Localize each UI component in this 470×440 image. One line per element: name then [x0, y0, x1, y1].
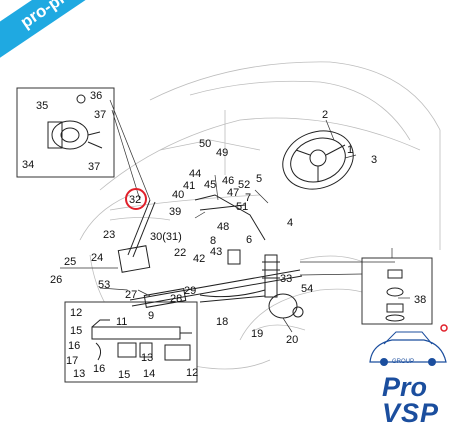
steering-wheel-drawing — [282, 130, 354, 190]
callout-46: 46 — [222, 175, 234, 187]
callout-37-top: 37 — [94, 109, 106, 121]
callout-26: 26 — [50, 274, 62, 286]
callout-11: 11 — [116, 316, 127, 328]
callout-15-bottom: 15 — [118, 369, 130, 381]
callout-50: 50 — [199, 138, 211, 150]
callout-42: 42 — [193, 253, 205, 265]
callout-2: 2 — [322, 109, 328, 121]
callout-30-31: 30(31) — [150, 231, 182, 243]
callout-29: 29 — [184, 285, 196, 297]
callout-32: 32 — [129, 194, 141, 206]
steering-column-drawing — [117, 194, 266, 273]
callout-7: 7 — [245, 192, 251, 204]
callout-45: 45 — [204, 179, 216, 191]
callout-37-bottom: 37 — [88, 161, 100, 173]
callout-28: 28 — [170, 293, 182, 305]
callout-53: 53 — [98, 279, 110, 291]
callout-54: 54 — [301, 283, 313, 295]
callout-49: 49 — [216, 147, 228, 159]
logo-vsp-text: VSP — [382, 398, 440, 428]
callout-19: 19 — [251, 328, 263, 340]
callout-52: 52 — [238, 179, 250, 191]
callout-17: 17 — [66, 355, 78, 367]
rack-drawing — [91, 319, 192, 361]
callout-20: 20 — [286, 334, 298, 346]
callout-47: 47 — [227, 187, 239, 199]
callout-13-left: 13 — [73, 368, 85, 380]
brand-logo: GROUP Pro VSP — [362, 322, 454, 430]
callout-1: 1 — [347, 144, 353, 156]
logo-pro-text: Pro — [382, 372, 428, 402]
mounts-drawing — [385, 269, 405, 322]
callout-4: 4 — [287, 217, 293, 229]
callout-12-bottom: 12 — [186, 367, 198, 379]
callout-12-top: 12 — [70, 307, 82, 319]
callout-41: 41 — [183, 180, 195, 192]
callout-22: 22 — [174, 247, 186, 259]
logo-group-text: GROUP — [392, 359, 415, 365]
callout-16-left: 16 — [68, 340, 80, 352]
callout-6: 6 — [246, 234, 252, 246]
callout-39: 39 — [169, 206, 181, 218]
pump-drawing — [47, 94, 103, 150]
callout-35: 35 — [36, 100, 48, 112]
inset-box-mounts — [361, 257, 433, 325]
callout-16-bottom: 16 — [93, 363, 105, 375]
callout-24: 24 — [91, 252, 103, 264]
callout-44: 44 — [189, 168, 201, 180]
callout-40: 40 — [172, 189, 184, 201]
leader-lines — [60, 99, 410, 333]
callout-13-right: 13 — [141, 352, 153, 364]
steering-rack-drawing — [129, 269, 303, 308]
callout-5: 5 — [256, 173, 262, 185]
callout-23: 23 — [103, 229, 115, 241]
callout-43: 43 — [210, 246, 222, 258]
callout-27: 27 — [125, 289, 137, 301]
callout-25: 25 — [64, 256, 76, 268]
callout-48: 48 — [217, 221, 229, 233]
callout-15-left: 15 — [70, 325, 82, 337]
inset-box-rack — [64, 301, 198, 383]
callout-36: 36 — [90, 90, 102, 102]
callout-labels: 36 35 37 34 37 2 1 3 50 49 44 41 40 45 4… — [22, 90, 426, 381]
callout-33: 33 — [280, 273, 292, 285]
callout-38: 38 — [414, 294, 426, 306]
callout-34: 34 — [22, 159, 34, 171]
callout-3: 3 — [371, 154, 377, 166]
callout-18: 18 — [216, 316, 228, 328]
callout-14: 14 — [143, 368, 155, 380]
callout-51: 51 — [236, 201, 248, 213]
highlight-circle — [125, 188, 147, 210]
callout-8: 8 — [210, 235, 216, 247]
callout-9: 9 — [148, 310, 154, 322]
car-logo-icon — [369, 324, 448, 366]
